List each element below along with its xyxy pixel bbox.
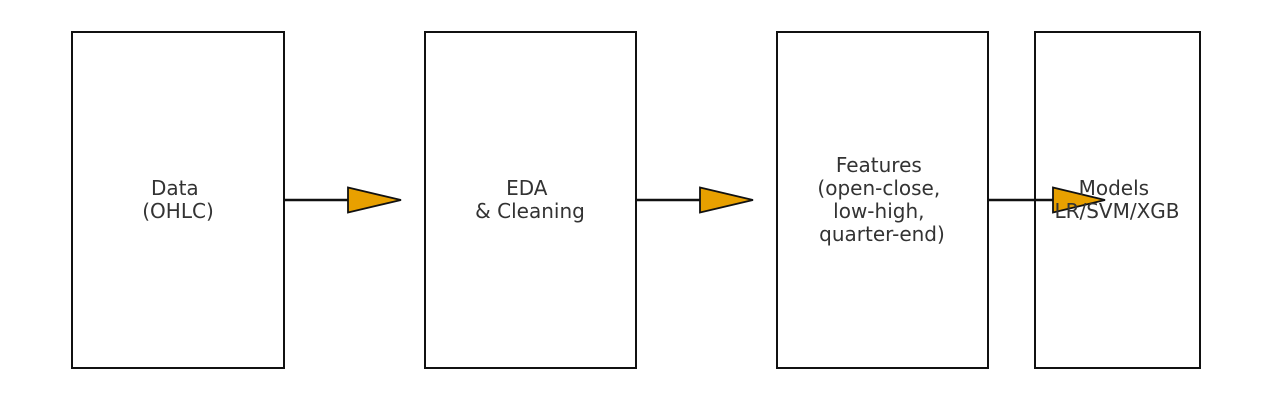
node-features-label: Features (open-close, low-high, quarter-… bbox=[817, 153, 946, 246]
node-features-line-2: (open-close, bbox=[817, 176, 940, 200]
node-data-line-1: Data bbox=[151, 176, 199, 200]
node-data-box bbox=[71, 31, 285, 369]
node-data-label: Data (OHLC) bbox=[142, 176, 214, 223]
node-features-line-3: low-high, bbox=[833, 199, 924, 223]
node-eda-box bbox=[424, 31, 637, 369]
node-data: Data (OHLC) bbox=[71, 31, 285, 369]
node-models-line-2: LR/SVM/XGB bbox=[1054, 199, 1179, 223]
node-eda-line-2: & Cleaning bbox=[475, 199, 585, 223]
node-features: Features (open-close, low-high, quarter-… bbox=[776, 31, 989, 369]
node-features-box bbox=[776, 31, 989, 369]
edge-eda-to-features bbox=[636, 186, 754, 214]
edge-features-to-models bbox=[988, 186, 1106, 214]
node-data-line-2: (OHLC) bbox=[142, 199, 214, 223]
arrowhead-data-to-eda bbox=[347, 186, 402, 214]
node-eda-label: EDA & Cleaning bbox=[475, 176, 585, 223]
node-eda: EDA & Cleaning bbox=[424, 31, 637, 369]
arrowhead-eda-to-features bbox=[699, 186, 754, 214]
node-features-line-1: Features bbox=[836, 153, 922, 177]
arrowhead-features-to-models bbox=[1052, 186, 1106, 214]
node-models-label: Models LR/SVM/XGB bbox=[1054, 176, 1179, 223]
node-features-line-4: quarter-end) bbox=[819, 222, 945, 246]
edge-data-to-eda bbox=[284, 186, 402, 214]
node-models-line-1: Models bbox=[1079, 176, 1149, 200]
node-eda-line-1: EDA bbox=[506, 176, 548, 200]
